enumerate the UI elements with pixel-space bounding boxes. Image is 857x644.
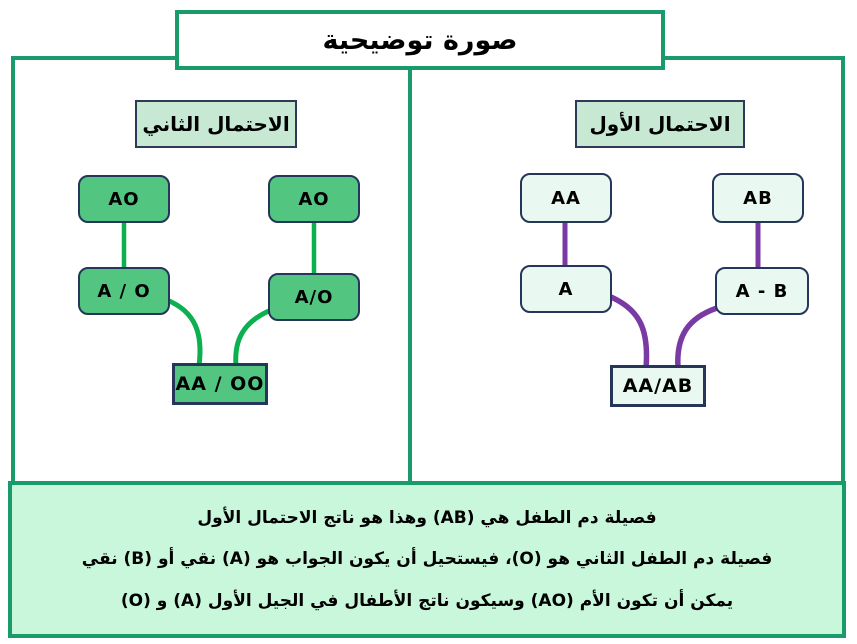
node-parent-ao-2: AO: [268, 175, 360, 223]
node-parent-ao-1: AO: [78, 175, 170, 223]
connector-ab-child-to-result-curve: [675, 305, 720, 371]
note-line-3: يمكن أن تكون الأم (AO) وسيكون ناتج الأطف…: [120, 590, 734, 611]
connector-ao-child1-to-result-curve: [164, 297, 203, 369]
header-first-possibility: الاحتمال الأول: [575, 100, 745, 148]
node-result-aa-oo: AA / OO: [172, 363, 268, 405]
node-result-aa-ab: AA/AB: [610, 365, 706, 407]
node-child-a-b: A - B: [715, 267, 809, 315]
node-parent-aa: AA: [520, 173, 612, 223]
page-title: صورة توضيحية: [175, 10, 665, 70]
note-line-1: فصيلة دم الطفل هي (AB) وهذا هو ناتج الاح…: [197, 507, 657, 528]
node-parent-ab: AB: [712, 173, 804, 223]
notes-panel: فصيلة دم الطفل هي (AB) وهذا هو ناتج الاح…: [8, 481, 846, 638]
node-child-a-o-1: A / O: [78, 267, 170, 315]
header-second-possibility: الاحتمال الثاني: [135, 100, 297, 148]
note-line-2: فصيلة دم الطفل الثاني هو (O)، فيستحيل أن…: [81, 549, 773, 570]
connector-ao-child2-to-result-curve: [233, 307, 274, 369]
node-child-a: A: [520, 265, 612, 313]
node-child-a-o-2: A/O: [268, 273, 360, 321]
panel-divider: [408, 56, 412, 481]
connector-a-to-result-curve: [608, 294, 650, 371]
